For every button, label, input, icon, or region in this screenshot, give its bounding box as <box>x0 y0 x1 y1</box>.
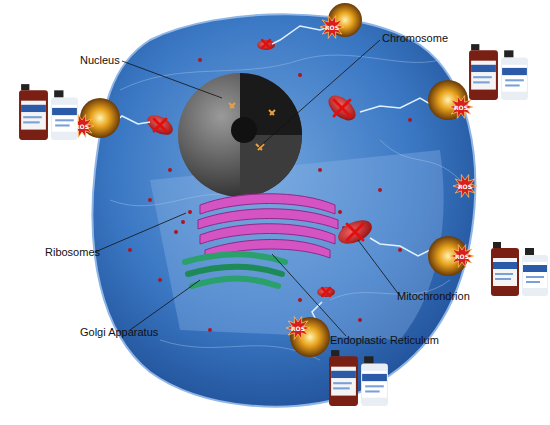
ros-label: ROS <box>455 253 469 260</box>
ros-label: ROS <box>75 123 89 130</box>
ros-label: ROS <box>458 183 472 190</box>
cell-membrane <box>92 14 475 406</box>
cytoskeleton <box>110 55 460 360</box>
nucleus-shape <box>178 73 302 197</box>
damage-marks <box>154 40 363 296</box>
ribosome-dots <box>128 58 412 332</box>
lightning <box>100 22 448 335</box>
ros-label: ROS <box>291 325 305 332</box>
ros-label: ROS <box>325 24 339 31</box>
bottles <box>19 44 548 406</box>
ros-label: ROS <box>454 104 468 111</box>
golgi-shape <box>185 255 285 287</box>
er-shape <box>198 194 338 258</box>
radical-bursts <box>70 3 477 357</box>
leader-lines <box>95 40 400 336</box>
part-label: Nucleus <box>80 54 120 67</box>
mitochondria <box>144 40 376 297</box>
part-label: Endoplastic Reticulum <box>330 334 439 347</box>
part-label: Chromosome <box>382 32 448 45</box>
part-label: Ribosomes <box>45 246 100 259</box>
part-label: Golgi Apparatus <box>80 326 158 339</box>
cell-cutaway <box>150 150 444 340</box>
part-label: Mitochrondrion <box>397 290 470 303</box>
